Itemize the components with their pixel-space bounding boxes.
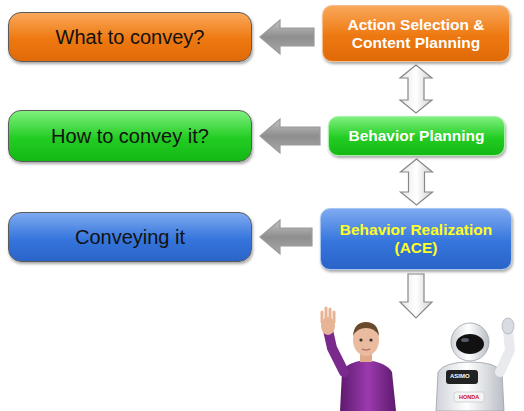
box-label: Behavior Planning [348,127,484,145]
question-box: Conveying it [8,212,252,262]
logo-text: ASIMO [450,373,470,379]
process-box: Behavior Planning [328,116,505,156]
process-box: Action Selection & Content Planning [322,5,510,62]
process-box: Behavior Realization (ACE) [320,208,512,270]
block-arrow [260,220,312,254]
box-label: Behavior Realization (ACE) [327,221,505,257]
double-arrow [400,65,432,113]
block-arrow [260,119,320,153]
question-box: What to convey? [8,12,252,62]
double-arrow [401,159,433,205]
box-label: What to convey? [56,26,205,49]
box-label: How to convey it? [51,125,209,148]
box-label: Conveying it [75,226,185,249]
logo-text: HONDA [459,394,479,400]
down-arrow [400,274,432,318]
block-arrow [260,20,314,54]
human-avatar [321,308,396,411]
question-box: How to convey it? [8,110,252,162]
box-label: Action Selection & Content Planning [329,16,503,52]
robot-illustration [436,318,514,411]
